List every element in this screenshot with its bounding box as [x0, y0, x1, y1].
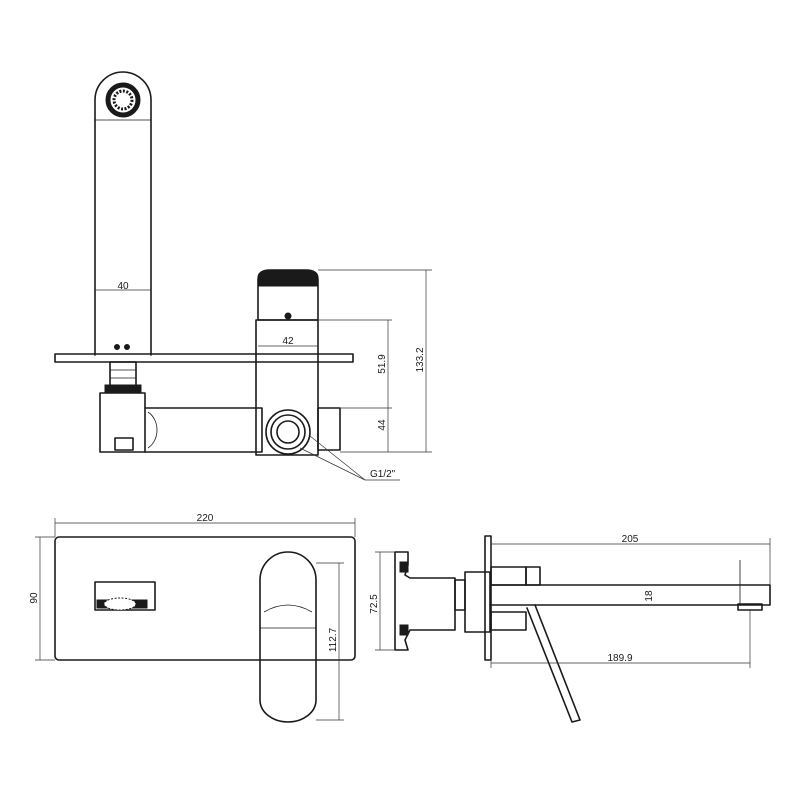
dim-plate-height: 90	[29, 592, 40, 604]
aerator-icon	[105, 82, 141, 118]
handle-bezel	[490, 611, 527, 631]
dim-spout-length: 205	[622, 534, 639, 545]
front-view: 220 90 112.7	[29, 513, 356, 723]
spout-collar	[525, 566, 541, 586]
dim-body-width: 42	[282, 336, 294, 347]
dim-depth: 72.5	[369, 594, 380, 614]
body-port	[114, 437, 134, 451]
inlet-fitting	[265, 409, 311, 455]
screw-icon	[124, 344, 130, 350]
spout-top	[490, 584, 771, 606]
handle-lever	[526, 604, 581, 723]
outlet-port	[317, 407, 341, 451]
handle-screw-icon	[284, 312, 292, 320]
front-plate	[54, 536, 356, 661]
concealed-body-left	[99, 392, 146, 453]
dim-thread: G1/2"	[370, 469, 396, 480]
spout-connector	[109, 361, 137, 388]
dim-height-133: 133.2	[415, 347, 426, 372]
wall-plate-section	[54, 353, 354, 363]
dim-spout-thickness: 18	[644, 590, 655, 602]
dim-plate-width: 220	[197, 513, 214, 524]
side-elevation-view: 40 42 51.9 44 133.2 G1/2"	[54, 71, 432, 481]
spout-outline	[94, 71, 152, 356]
wall-plate-top	[484, 535, 492, 661]
dim-spout-width: 40	[117, 281, 129, 292]
front-handle	[259, 551, 317, 723]
dim-height-44: 44	[377, 419, 388, 431]
dim-handle-height: 112.7	[328, 627, 339, 652]
spout-outlet	[94, 581, 156, 611]
top-view: 205 18 72.5 189.9	[369, 534, 771, 723]
body-neck	[464, 571, 491, 633]
dim-spout-projection: 189.9	[607, 653, 632, 664]
handle-top-band	[257, 269, 319, 287]
spout-bezel	[490, 566, 527, 586]
body-pipe	[144, 407, 263, 453]
connector-nut	[104, 384, 142, 394]
dim-height-51: 51.9	[377, 354, 388, 374]
body-thread	[454, 579, 466, 611]
screw-icon	[114, 344, 120, 350]
